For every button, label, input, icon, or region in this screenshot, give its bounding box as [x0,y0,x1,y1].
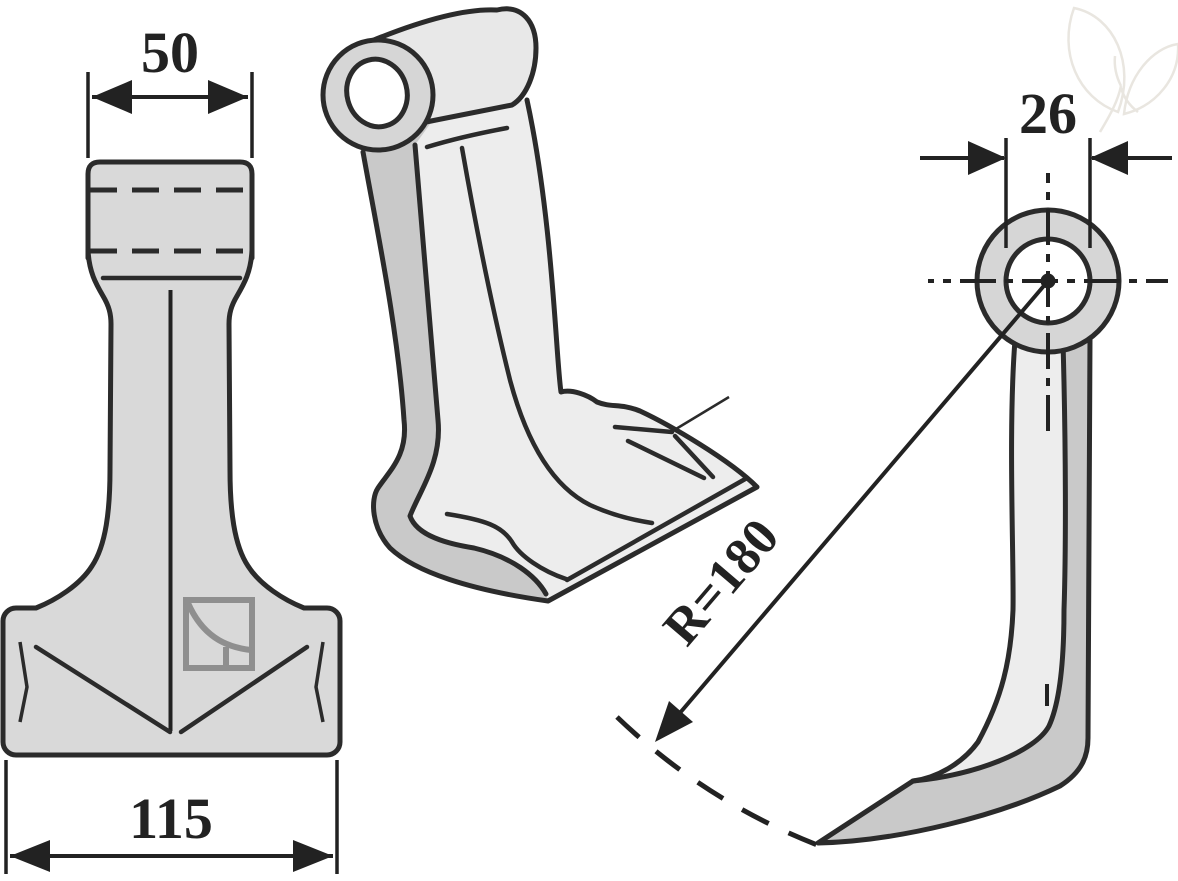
radius-line [660,279,1050,736]
band-inner-edge [407,142,549,597]
dimension-boss-width: 50 [86,20,254,158]
boss-fill [88,162,252,260]
arrowhead-left [92,80,132,114]
front-view [0,159,343,758]
base-crease-right [314,641,325,723]
radius-arrowhead [655,701,693,742]
arrowhead-left [10,840,50,872]
blade-accent-line [625,438,707,481]
shaft-right-edge [226,247,307,611]
bore-hole [344,56,410,130]
heel-fold-line [444,511,569,582]
shaft-left-edge [33,247,114,611]
boss-width-label: 50 [141,20,199,85]
blade-outline [360,97,760,604]
boss-cylinder-outline [366,6,539,125]
base-width-label: 115 [129,786,213,851]
bore-diameter-label: 26 [1019,81,1077,146]
arrowhead-right [293,840,333,872]
edge-bevel-line [564,475,750,583]
arrowhead-right [208,80,248,114]
arrowhead-right [1090,141,1128,175]
manufacturer-logo [183,597,255,671]
side-face [913,340,1064,781]
arrowhead-left [968,141,1006,175]
side-outline [815,335,1093,846]
boss-outline [85,159,255,261]
leaf-watermark-icon [1067,6,1178,133]
side-view [815,173,1168,846]
dimension-bore-diameter: 26 [920,81,1172,248]
dimension-base-width: 115 [4,760,339,874]
blade-accent-line [612,424,675,435]
perspective-view [320,6,760,604]
cylinder-shank-edge [424,125,510,150]
radius-arc-dashed [615,715,829,852]
blade-face [410,100,757,601]
edge-chevron-right [178,644,310,735]
edge-chevron-left [33,644,173,735]
base-crease-left [18,641,29,723]
face-crease [459,145,655,526]
edge-pointer-line [670,395,730,434]
side-inner-edge [910,339,1068,784]
blade-accent-line [672,433,716,480]
